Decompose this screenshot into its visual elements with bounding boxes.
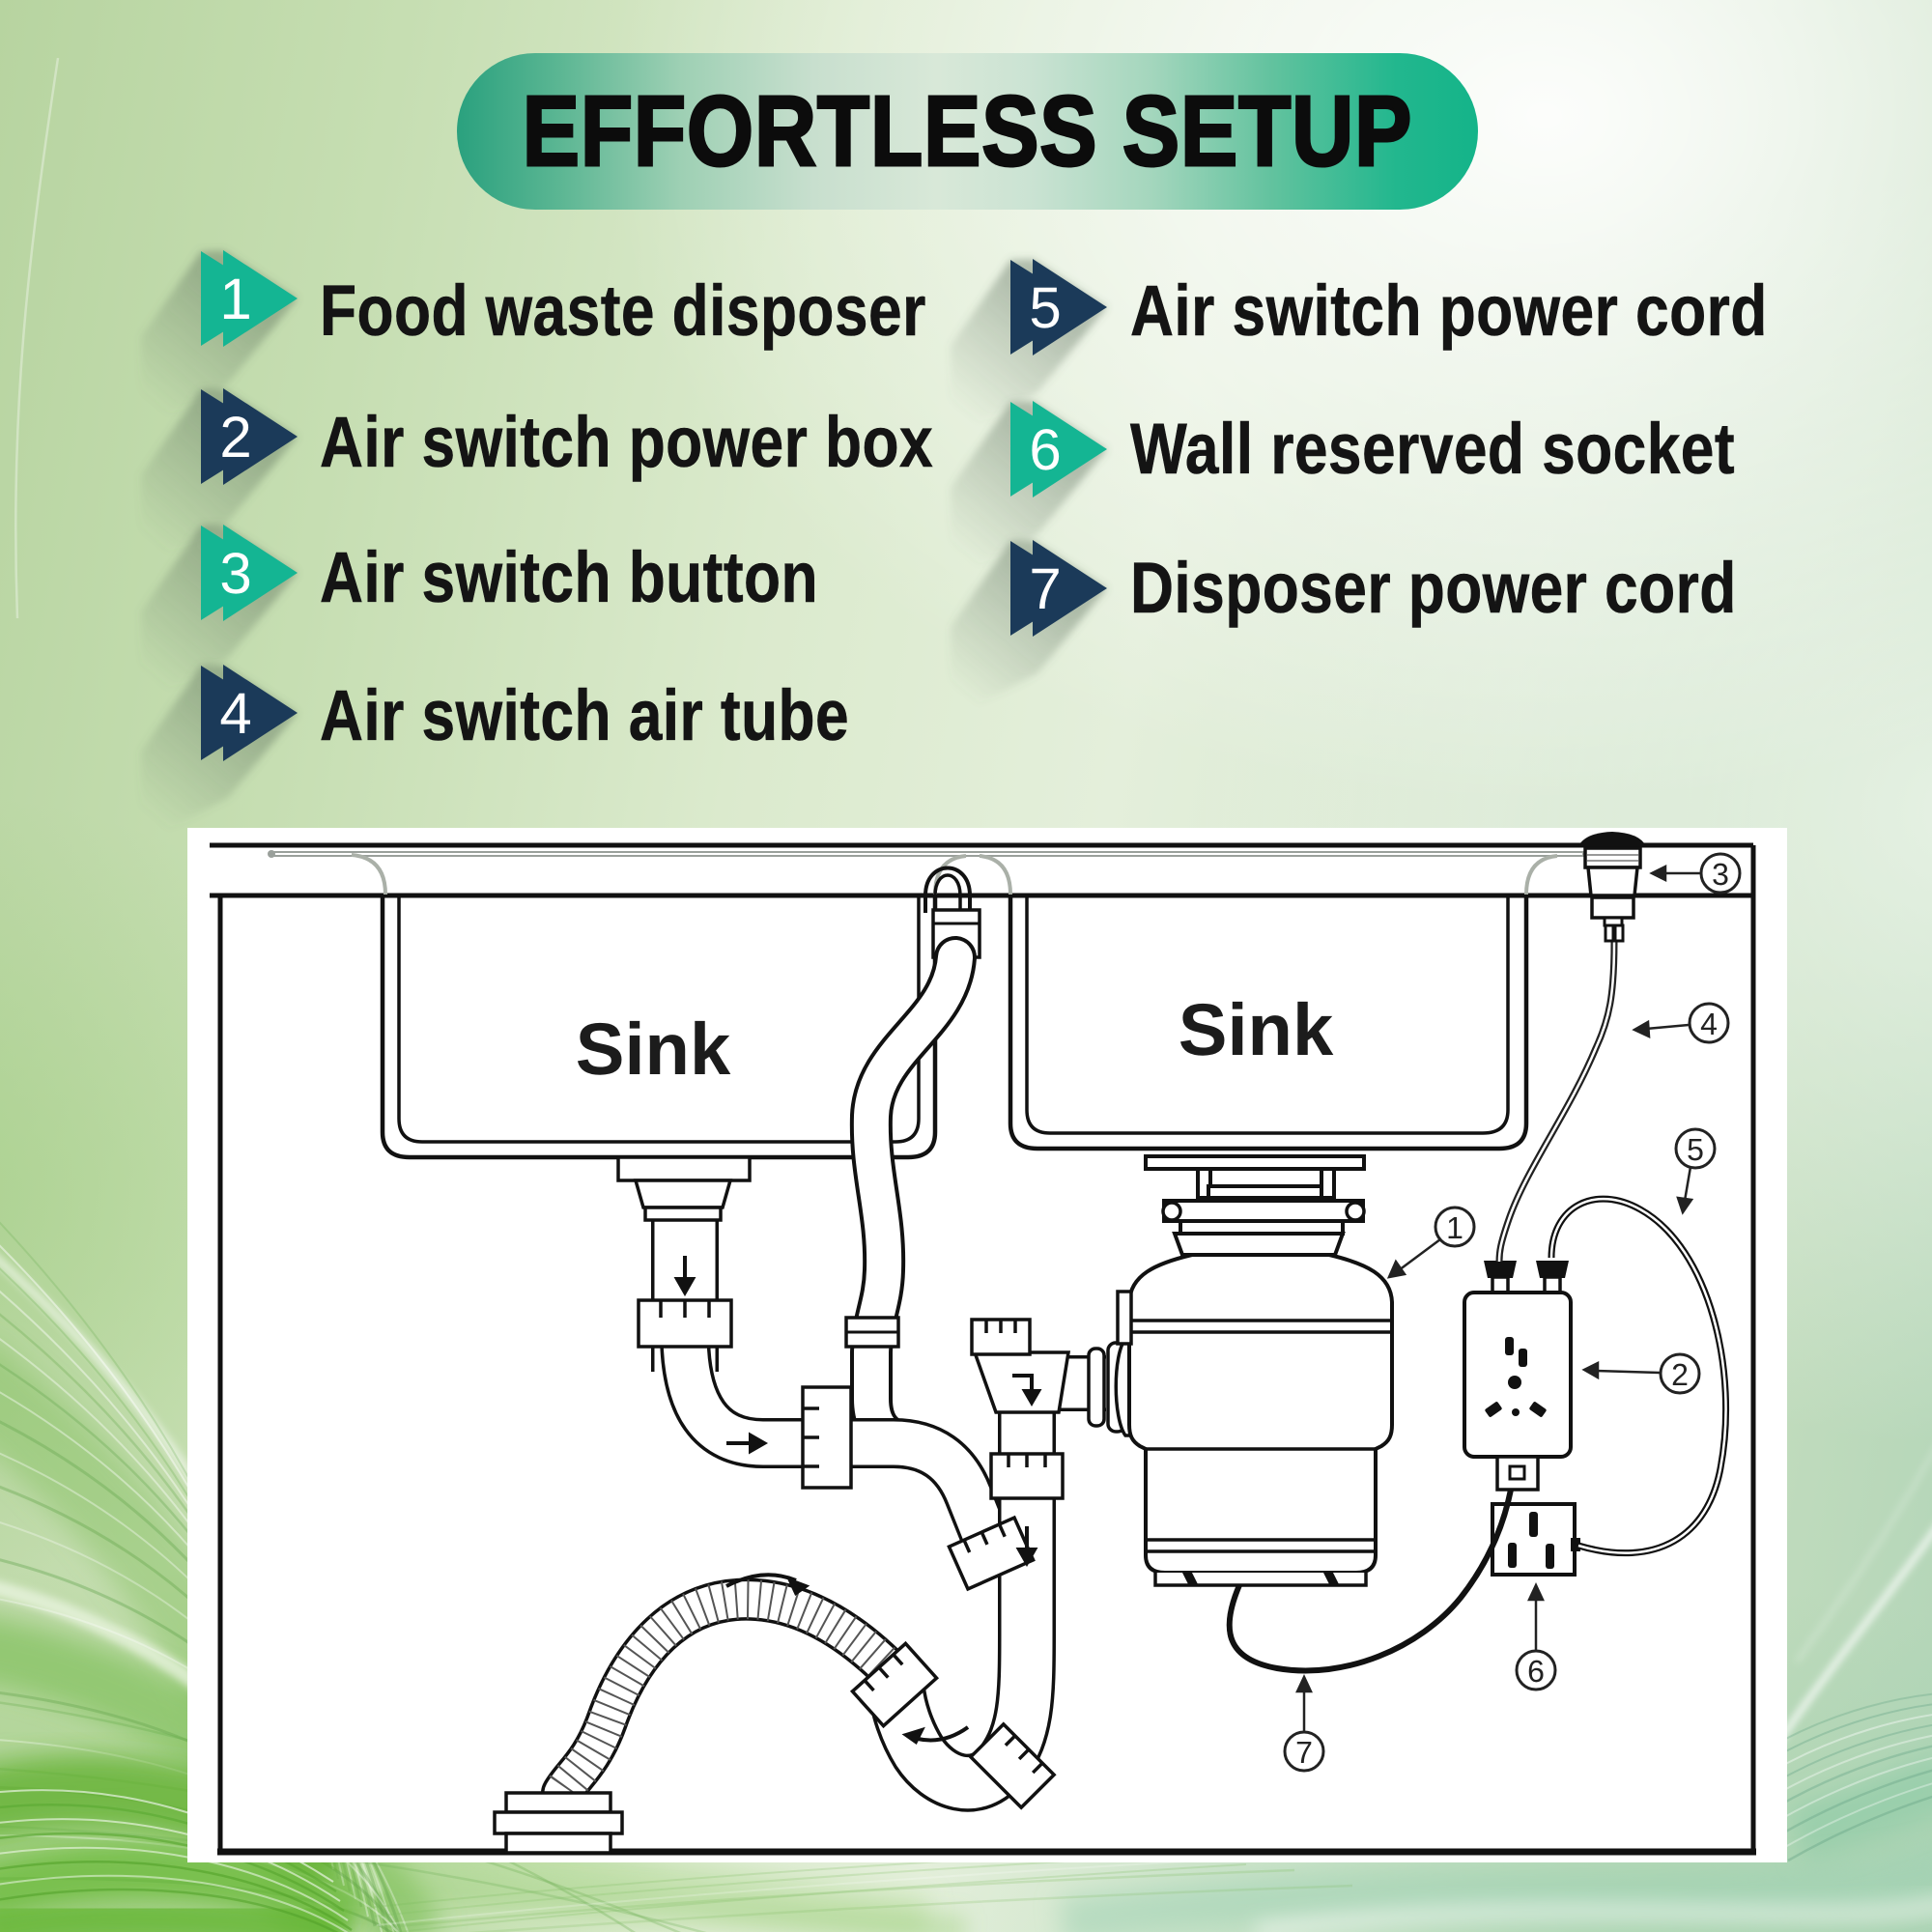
svg-text:2: 2 [1671,1357,1689,1392]
svg-text:4: 4 [1700,1007,1718,1041]
svg-text:Sink: Sink [576,1009,731,1091]
svg-text:1: 1 [1446,1210,1463,1245]
svg-text:5: 5 [1029,275,1061,340]
svg-text:4: 4 [219,681,251,746]
svg-text:3: 3 [1712,857,1729,892]
svg-text:6: 6 [1527,1654,1545,1689]
svg-text:2: 2 [219,405,251,469]
svg-text:Sink: Sink [1179,989,1334,1071]
svg-text:7: 7 [1295,1735,1313,1770]
svg-text:5: 5 [1687,1132,1704,1167]
svg-text:7: 7 [1029,556,1061,621]
svg-text:6: 6 [1029,417,1061,482]
svg-text:1: 1 [219,267,251,331]
svg-text:3: 3 [219,541,251,606]
